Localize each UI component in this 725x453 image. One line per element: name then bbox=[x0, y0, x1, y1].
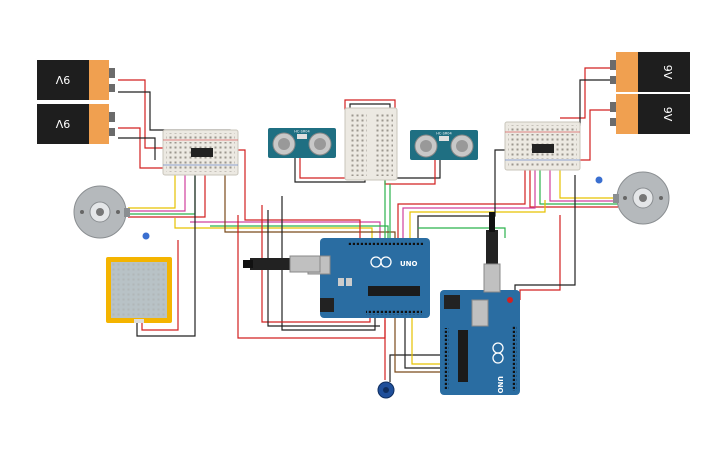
breadboard-right[interactable] bbox=[504, 121, 581, 171]
usb-cable-second bbox=[483, 212, 501, 293]
analog-header bbox=[366, 310, 422, 315]
wires bbox=[118, 67, 618, 382]
atmega-chip bbox=[458, 330, 468, 382]
battery-label: 9V bbox=[661, 107, 674, 122]
digital-header bbox=[348, 241, 424, 246]
motor-terminal bbox=[142, 232, 150, 240]
battery-label: 9V bbox=[55, 73, 70, 86]
ultrasonic-sensor-left[interactable]: HC-SR04 bbox=[268, 128, 336, 158]
atmega-chip bbox=[368, 286, 420, 296]
battery-body bbox=[37, 60, 89, 100]
crystal bbox=[297, 134, 307, 139]
dc-motor-right[interactable] bbox=[595, 171, 670, 225]
arduino-uno-main[interactable]: UNO bbox=[307, 238, 430, 318]
force-sensor[interactable] bbox=[106, 257, 172, 323]
battery-label-band bbox=[89, 60, 109, 100]
battery-terminal bbox=[610, 118, 616, 126]
sensor-label: HC-SR04 bbox=[436, 132, 452, 136]
breadboard-holes bbox=[349, 112, 367, 176]
usb-cable-main bbox=[243, 255, 321, 273]
battery-terminal bbox=[610, 102, 616, 112]
battery-label: 9V bbox=[661, 65, 674, 80]
battery-label-band bbox=[616, 94, 638, 134]
breadboard-left[interactable] bbox=[162, 129, 239, 176]
power-jack bbox=[320, 298, 334, 312]
battery-terminal bbox=[109, 112, 115, 122]
breadboard-mini[interactable] bbox=[344, 107, 398, 181]
breadboard-rail bbox=[166, 133, 235, 139]
crystal bbox=[439, 136, 449, 141]
battery-label-band bbox=[616, 52, 638, 92]
battery-right-top[interactable]: 9V bbox=[610, 52, 690, 92]
battery-body bbox=[638, 94, 690, 134]
ultrasonic-sensor-right[interactable]: HC-SR04 bbox=[410, 130, 478, 160]
breadboard-rail bbox=[166, 166, 235, 172]
battery-terminal bbox=[109, 128, 115, 136]
left-header bbox=[444, 328, 449, 390]
battery-label: 9V bbox=[55, 117, 70, 130]
board-label: UNO bbox=[400, 260, 418, 268]
battery-label-band bbox=[89, 104, 109, 144]
board-label: UNO bbox=[496, 376, 504, 394]
breadboard-rail bbox=[508, 161, 577, 167]
motor-driver-chip bbox=[191, 148, 213, 157]
sensor-label: HC-SR04 bbox=[294, 130, 310, 134]
battery-left-top[interactable]: 9V bbox=[37, 60, 115, 100]
battery-right-bottom[interactable]: 9V bbox=[610, 94, 690, 134]
battery-terminal bbox=[610, 76, 616, 84]
breadboard-holes bbox=[375, 112, 393, 176]
right-header bbox=[512, 325, 517, 391]
piezo-buzzer[interactable] bbox=[377, 381, 395, 399]
battery-body bbox=[37, 104, 89, 144]
arduino-uno-second[interactable]: UNO bbox=[440, 290, 520, 395]
battery-body bbox=[638, 52, 690, 92]
motor-terminal bbox=[595, 176, 603, 184]
dc-motor-left[interactable] bbox=[73, 185, 150, 240]
power-jack bbox=[444, 295, 460, 309]
motor-driver-chip bbox=[532, 144, 554, 153]
battery-terminal bbox=[109, 68, 115, 78]
breadboard-rail bbox=[508, 125, 577, 131]
board-body bbox=[320, 238, 430, 318]
battery-left-bottom[interactable]: 9V bbox=[37, 104, 115, 144]
usb-port bbox=[471, 299, 489, 327]
battery-terminal bbox=[109, 84, 115, 92]
battery-terminal bbox=[610, 60, 616, 70]
